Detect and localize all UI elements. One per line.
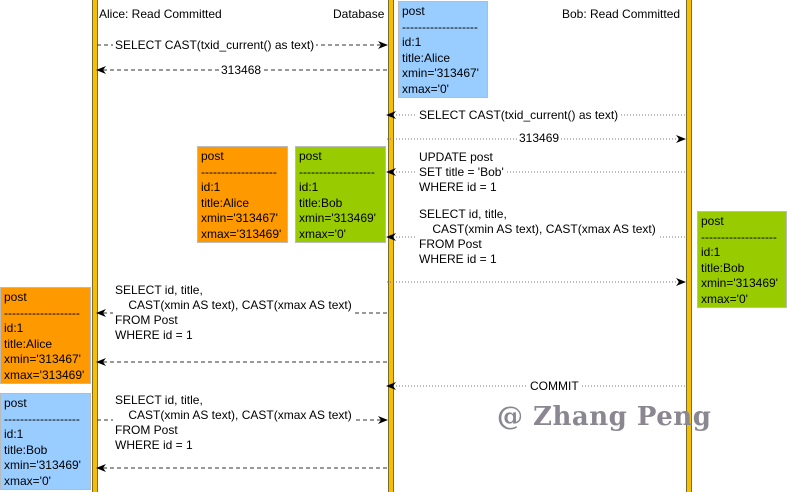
msg-alice-txid-result-label: 313468	[219, 63, 264, 78]
bob-lifeline	[686, 0, 692, 492]
alice-lifeline	[92, 0, 98, 492]
db-initial-row-box: post ------------------- id:1 title:Alic…	[398, 1, 488, 98]
msg-bob-txid-result-label: 313469	[517, 131, 562, 146]
msg-bob-select-label: SELECT id, title, CAST(xmin AS text), CA…	[417, 207, 658, 267]
alice-result1-row-box: post ------------------- id:1 title:Alic…	[0, 287, 91, 384]
alice-result2-row-box: post ------------------- id:1 title:Bob …	[0, 393, 91, 490]
db-new-version-row-box: post ------------------- id:1 title:Bob …	[295, 146, 386, 243]
database-lifeline	[388, 0, 394, 492]
bob-actor-label: Bob: Read Committed	[562, 7, 681, 21]
msg-bob-commit-label: COMMIT	[528, 379, 581, 394]
bob-result-row-box: post ------------------- id:1 title:Bob …	[697, 211, 787, 308]
msg-alice-select1-label: SELECT id, title, CAST(xmin AS text), CA…	[113, 283, 354, 343]
msg-bob-txid-label: SELECT CAST(txid_current() as text)	[417, 108, 621, 123]
msg-bob-update-label: UPDATE post SET title = 'Bob' WHERE id =…	[417, 150, 506, 195]
watermark: @ Zhang Peng	[497, 402, 712, 432]
alice-actor-label: Alice: Read Committed	[99, 7, 222, 21]
database-actor-label: Database	[333, 7, 385, 21]
msg-alice-select2-label: SELECT id, title, CAST(xmin AS text), CA…	[113, 393, 354, 453]
db-old-version-row-box: post ------------------- id:1 title:Alic…	[197, 146, 288, 243]
msg-alice-txid-label: SELECT CAST(txid_current() as text)	[113, 38, 317, 53]
